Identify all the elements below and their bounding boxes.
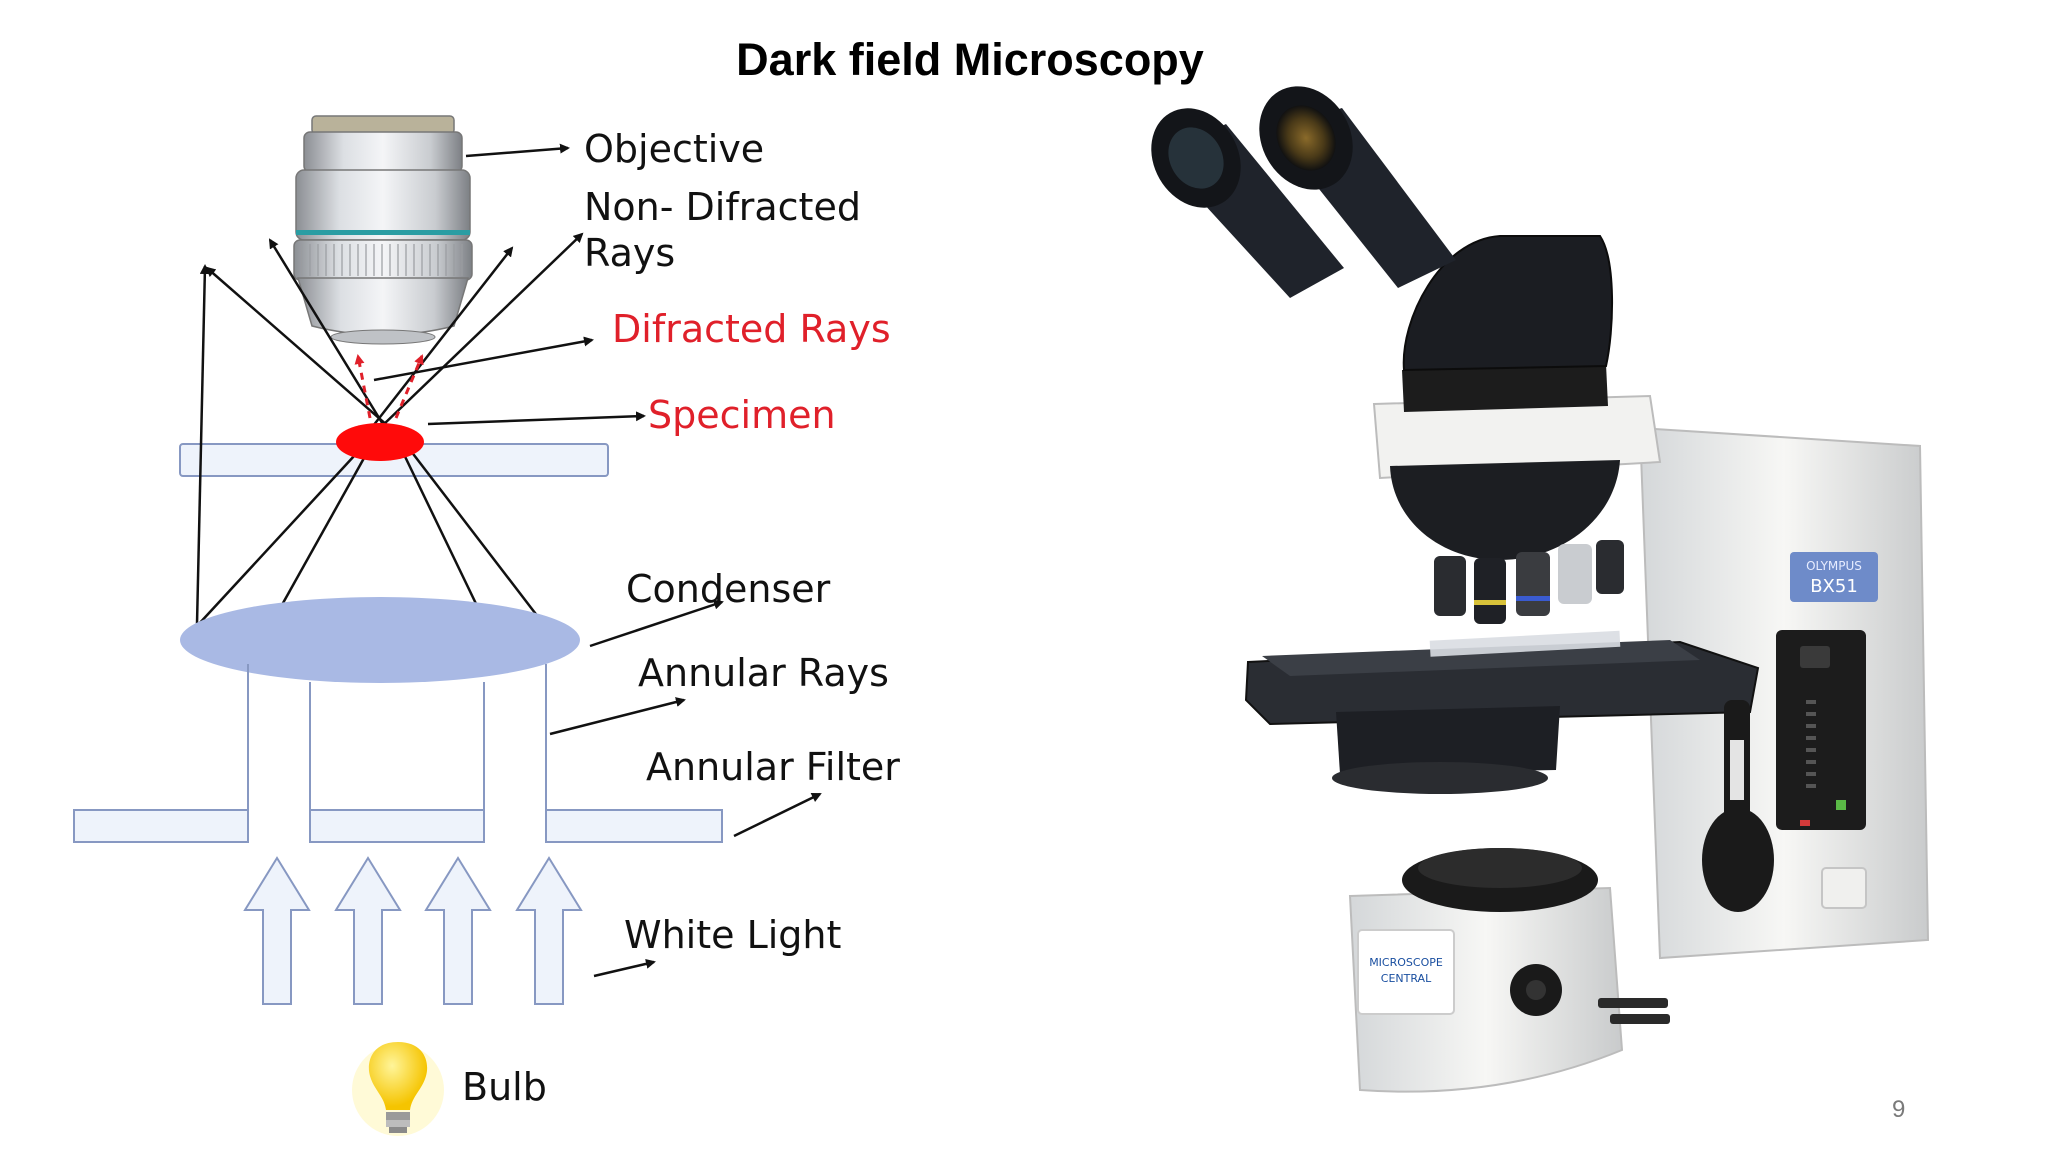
non-difracted-label-line1: Non- Difracted (584, 185, 861, 229)
light-arrow-icon (515, 856, 583, 1005)
objective-label: Objective (584, 127, 764, 171)
vendor-sticker (1357, 929, 1455, 1015)
white-light-arrows (243, 856, 583, 1005)
light-arrow-icon (243, 856, 311, 1005)
sticker-line1: MICROSCOPE (1369, 956, 1443, 969)
eyepiece-icon (1259, 86, 1456, 288)
condenser-lens-icon (180, 597, 580, 683)
light-arrow-icon (424, 856, 492, 1005)
non-difracted-rays (195, 264, 210, 625)
ray-lines (196, 232, 584, 627)
model-text: BX51 (1810, 576, 1858, 597)
slide-title: Dark field Microscopy (736, 34, 1204, 85)
eyepiece-icon (1151, 108, 1344, 298)
focus-knob-icon (1702, 808, 1774, 912)
annular-filter-plate (73, 809, 723, 843)
bulb-icon (352, 1042, 444, 1136)
non-difracted-label-line2: Rays (584, 231, 675, 275)
model-badge (1790, 552, 1878, 602)
objective-lens-icon (293, 115, 473, 345)
difracted-rays-label: Difracted Rays (612, 307, 891, 351)
control-panel (1776, 630, 1866, 830)
annular-light-channels (247, 664, 547, 812)
label-pointers (373, 143, 822, 978)
condenser-label: Condenser (626, 567, 831, 611)
difracted-rays-lines (354, 354, 424, 419)
brand-badge-text: OLYMPUS (1806, 559, 1862, 573)
objective-turret-lenses (1434, 540, 1624, 624)
annular-rays-label: Annular Rays (638, 651, 889, 695)
annular-filter-label: Annular Filter (646, 745, 900, 789)
light-arrow-icon (334, 856, 402, 1005)
page-number: 9 (1892, 1096, 1906, 1123)
specimen-label: Specimen (648, 393, 836, 437)
white-light-label: White Light (624, 913, 841, 957)
microscope-illustration: MICROSCOPE CENTRAL OLYMPUS BX51 (1151, 86, 1930, 1093)
bulb-label: Bulb (462, 1065, 547, 1109)
sticker-line2: CENTRAL (1381, 972, 1432, 985)
specimen-icon (336, 423, 424, 461)
